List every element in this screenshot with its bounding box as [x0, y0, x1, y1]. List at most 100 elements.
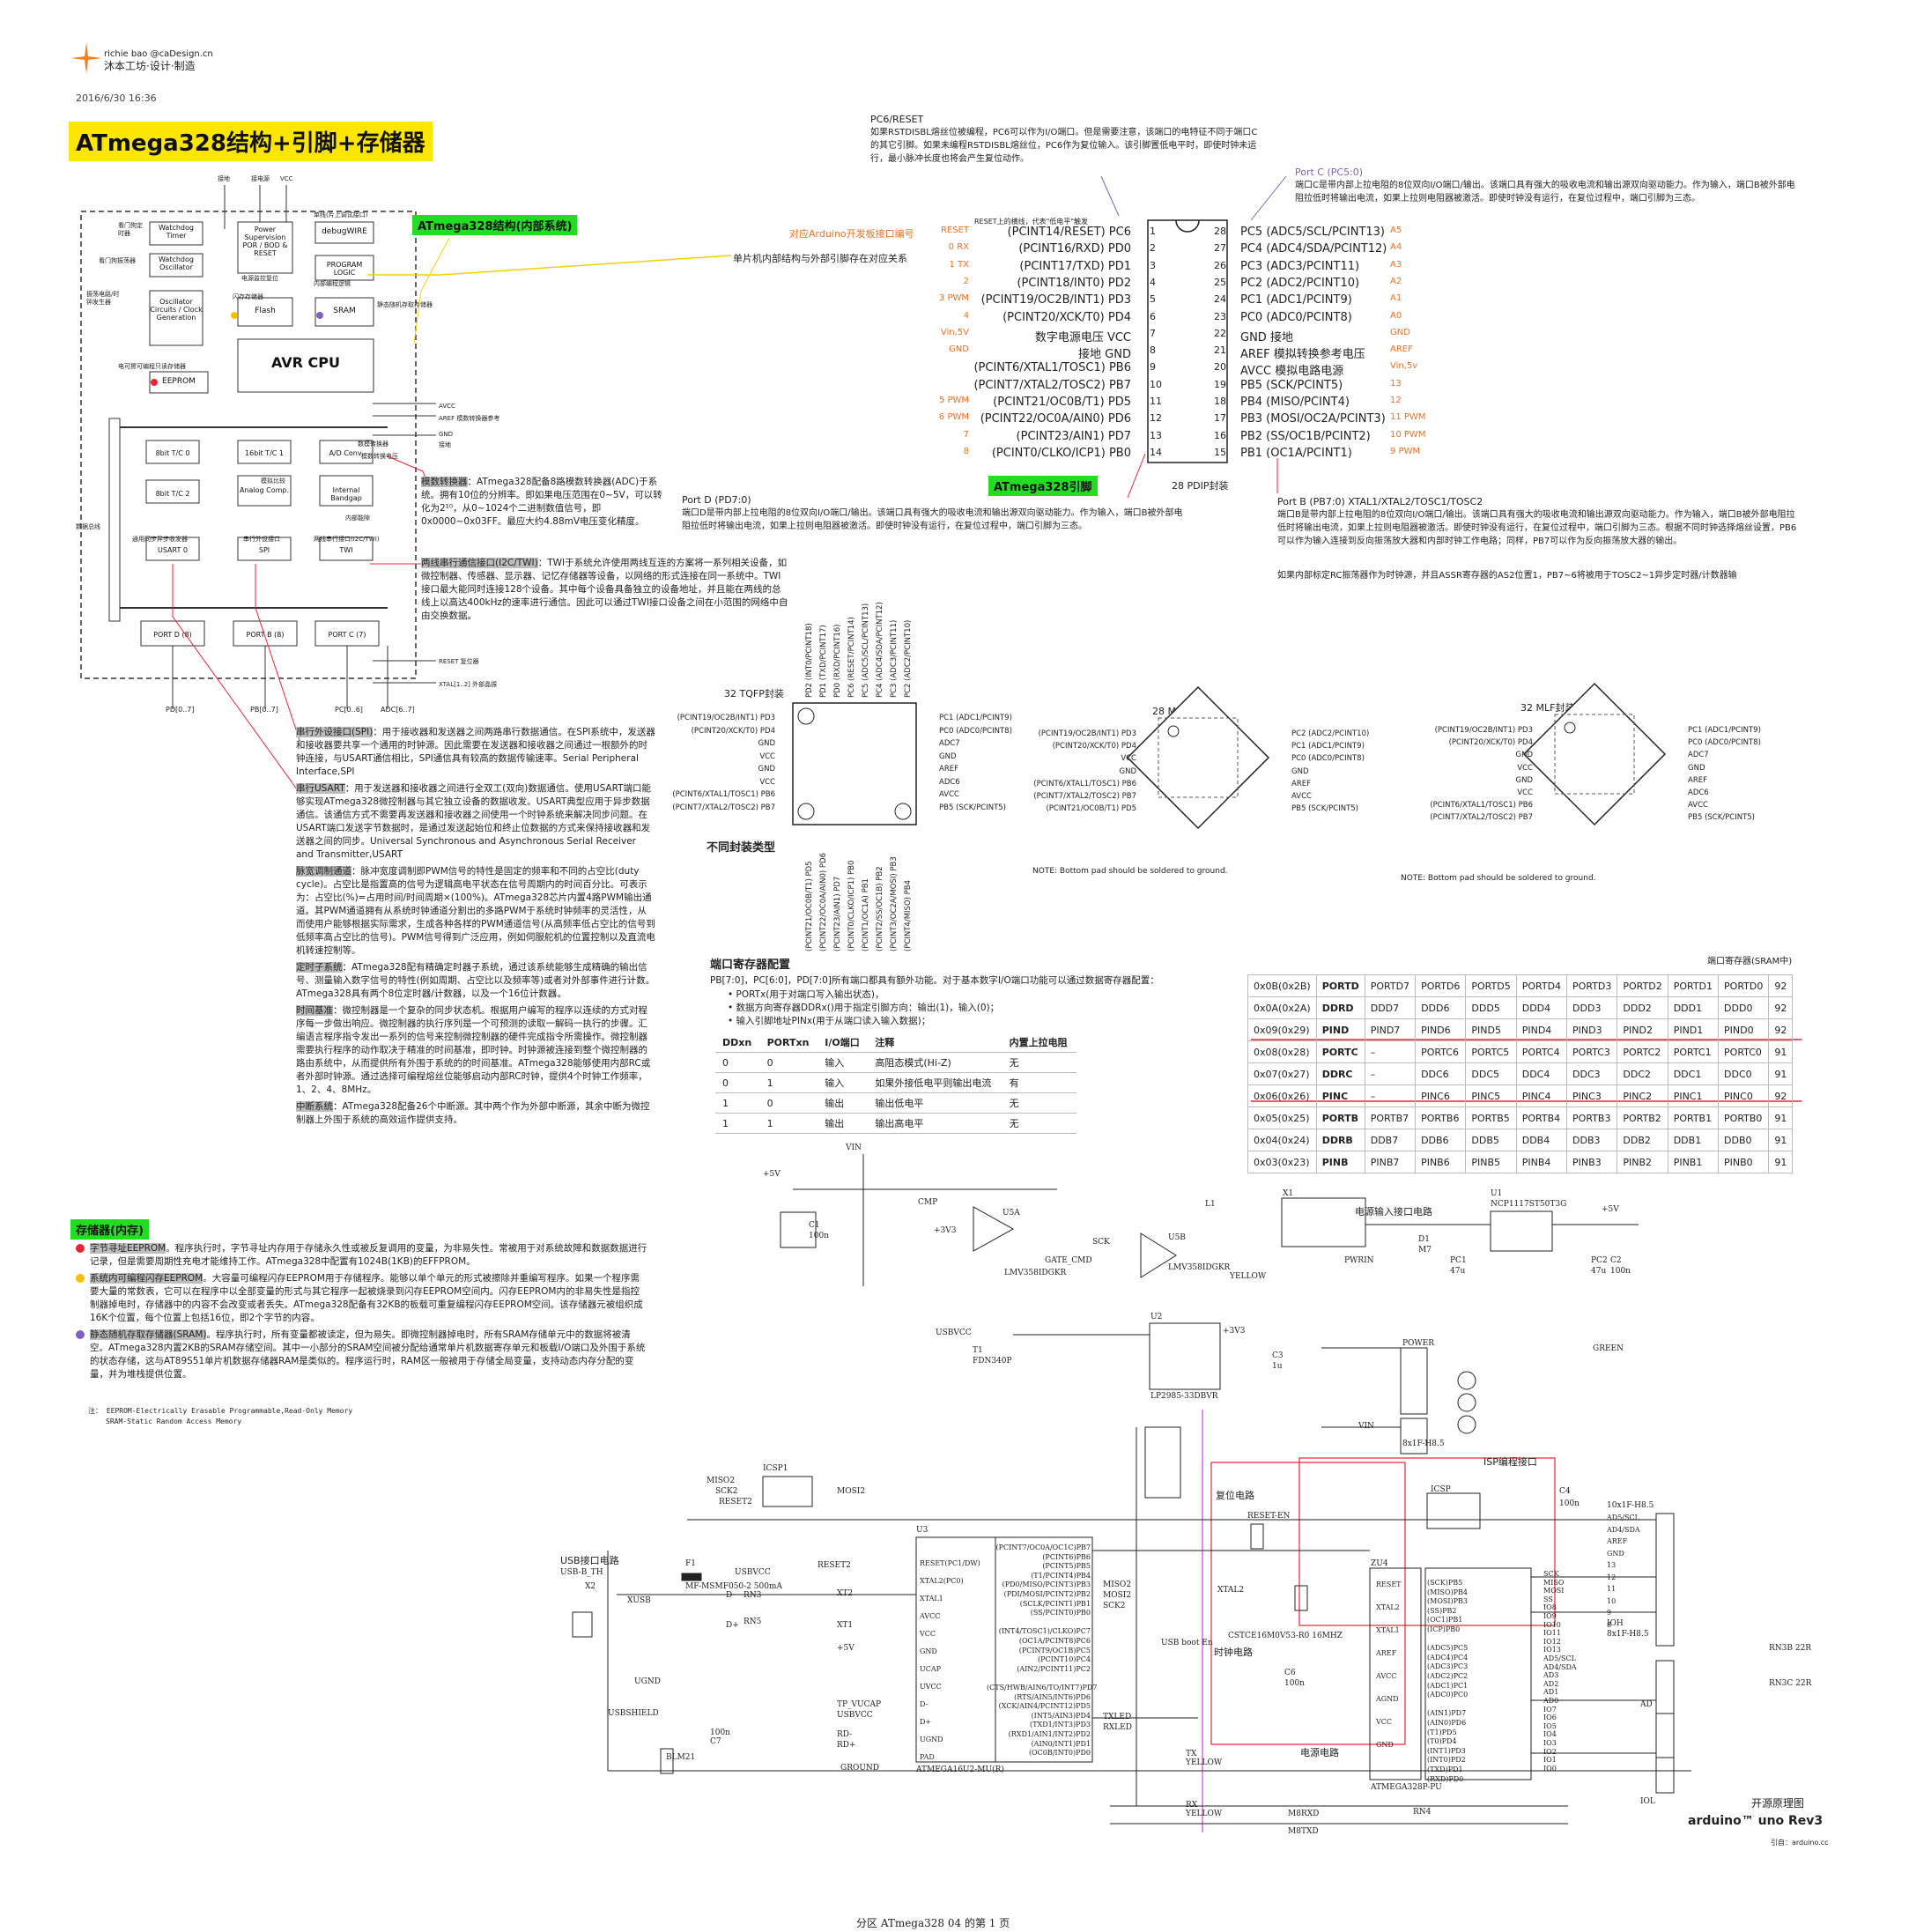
ddx-cell: 输入 — [818, 1052, 869, 1073]
net-col-pin: IO12 — [1543, 1637, 1561, 1646]
side-aref: AREF 模数转换器参考 — [439, 415, 500, 422]
u3-right-pin: (SS/PCINT0)PB0 — [1030, 1609, 1091, 1617]
dip-right-name: GND 接地 — [1240, 330, 1293, 344]
header-right-pin: 12 — [1607, 1573, 1617, 1581]
sram-cell: DDB4 — [1515, 1129, 1568, 1151]
net-col-pin: MISO — [1543, 1578, 1565, 1587]
cn-label-dac: 数模转换器 — [358, 440, 388, 448]
net-3v3-a: +3V3 — [934, 1226, 957, 1235]
sram-cell: PORTD7 — [1364, 974, 1417, 997]
storage-footnote-1: 注： EEPROM-Electrically Erasable Programm… — [88, 1407, 353, 1415]
fuse-f1-name: MF-MSMF050-2 500mA — [685, 1582, 782, 1591]
block-debugwire: debugWIRE — [322, 227, 367, 236]
ddx-cell: 如果外接低电平则输出电流 — [868, 1072, 1002, 1093]
dip-left-name: (PCINT20/XCK/T0) PD4 — [1002, 310, 1131, 324]
mlf28-right-label: PB5 (SCK/PCINT5) — [1291, 804, 1358, 814]
ddx-cell: 无 — [1002, 1052, 1076, 1073]
dip-package: 28 PDIP封装 — [1172, 480, 1229, 492]
timestamp: 2016/6/30 16:36 — [76, 93, 157, 104]
cap-pc1: PC1 — [1450, 1256, 1467, 1265]
sram-cell: PINB1 — [1667, 1151, 1720, 1173]
sram-cell: PINC4 — [1515, 1084, 1568, 1107]
cap-c6: C6 — [1284, 1669, 1296, 1677]
portb-text: 端口B是带内部上拉电阻的8位双向I/O端口/输出。该端口具有强大的吸收电流和输出… — [1277, 510, 1797, 546]
dip-left-number: 5 — [1150, 293, 1156, 306]
u3-left-pin: GND — [920, 1647, 937, 1655]
cn-label-usart: 通用同步异步收发器 — [132, 536, 188, 543]
reset-en: RESET-EN — [1247, 1512, 1291, 1521]
net-sck: SCK — [1092, 1238, 1110, 1247]
mlf28-left-label: (PCINT6/XTAL1/TOSC1) PB6 — [1033, 779, 1136, 788]
sram-cell: PINC5 — [1465, 1084, 1517, 1107]
dip-right-arduino: A1 — [1390, 293, 1402, 304]
fet-t1: T1 — [973, 1346, 983, 1355]
u3-right-pin: (PCINT7/OC0A/OC1C)PB7 — [995, 1543, 1091, 1551]
net-col-pin: IO7 — [1543, 1705, 1557, 1714]
u3-right-pin: (AIN0/INT1)PD1 — [1031, 1739, 1091, 1748]
ddx-cell: 输出低电平 — [868, 1092, 1002, 1114]
net-col-pin: AD4/SDA — [1543, 1662, 1577, 1671]
block-diagram-label: ATmega328结构(内部系统) — [412, 215, 578, 235]
u3-right-pin: (AIN2/PCINT11)PC2 — [1017, 1664, 1091, 1673]
net-col-pin: IO13 — [1543, 1646, 1561, 1654]
block-avr-cpu: AVR CPU — [270, 354, 341, 371]
tqfp-right-label: AVCC — [939, 790, 959, 799]
block-portb: PORT B (8) — [246, 631, 285, 639]
sram-cell: 92 — [1768, 974, 1794, 997]
dip-left-arduino: 4 — [963, 310, 969, 321]
reset-bar-note: RESET上的横线，代表"低电平"触发 — [974, 218, 1088, 226]
portc-text: 端口C是带内部上拉电阻的8位双向I/O端口/输出。该端口具有强大的吸收电流和输出… — [1295, 181, 1795, 204]
net-usbvcc-b: USBVCC — [735, 1568, 771, 1577]
diode-d1-name: M7 — [1418, 1246, 1432, 1255]
sram-cell: PORTB6 — [1415, 1107, 1467, 1129]
cap-c7: C7 — [710, 1737, 721, 1746]
u3-right-pin: (RTS/AIN5/INT6)PD6 — [1014, 1692, 1091, 1701]
ddx-header-cell: PORTxn — [759, 1033, 818, 1053]
zu4-right-pin: (AIN0)PD6 — [1427, 1719, 1467, 1727]
zu4-left-pin: AVCC — [1376, 1672, 1397, 1680]
u3-right-pin: (INT4/TOSC1)/CLKO)PC7 — [998, 1627, 1091, 1636]
mlf32-chip — [1522, 682, 1667, 826]
header-right-pin: 13 — [1607, 1561, 1617, 1569]
ddx-cell: 1 — [759, 1072, 818, 1093]
feature-note-term: 时间基准 — [296, 1005, 333, 1016]
tqfp-right-label: GND — [939, 751, 957, 761]
mlf28-left-label: (PCINT19/OC2B/INT1) PD3 — [1038, 729, 1136, 738]
dip-right-number: 22 — [1214, 327, 1226, 339]
dip-right-number: 17 — [1214, 412, 1226, 425]
net-col-pin: IO9 — [1543, 1612, 1557, 1620]
storage-term: 字节寻址EEPROM — [90, 1243, 166, 1254]
mlf32-title: 32 MLF封装 — [1520, 702, 1575, 714]
part-x1: X1 — [1283, 1189, 1294, 1198]
sram-cell: PINC1 — [1667, 1084, 1720, 1107]
dip-left-number: 4 — [1150, 276, 1156, 288]
dip-left-arduino: 7 — [963, 429, 969, 440]
label-clock: 时钟电路 — [1214, 1647, 1253, 1658]
net-usbshield: USBSHIELD — [608, 1709, 659, 1718]
feature-note-text: ：ATmega328配有精确定时器子系统，通过该系统能够生成精确的输出信号、测量… — [296, 962, 655, 999]
storage-footnote-2: SRAM-Static Random Access Memory — [106, 1418, 242, 1425]
header-right-pin: 10 — [1607, 1596, 1617, 1605]
net-col-pin: IO1 — [1543, 1756, 1557, 1765]
block-program-logic: PROGRAM LOGIC — [326, 261, 363, 277]
dip-right-name: AREF 模拟转换参考电压 — [1240, 348, 1365, 362]
zu4-right-pin: (T0)PD4 — [1427, 1737, 1457, 1746]
sram-cell: PORTB0 — [1718, 1107, 1770, 1129]
block-tc2: 8bit T/C 2 — [155, 490, 190, 498]
ic-zu4: ZU4 — [1371, 1559, 1388, 1568]
u3-right-pin: (PCINT10)PC4 — [1037, 1655, 1091, 1664]
ddx-cell: 输出 — [818, 1092, 869, 1114]
u3-right-pin: (PDI/MOSI/PCINT2)PB2 — [1003, 1590, 1091, 1598]
dip-left-arduino: 0 RX — [948, 242, 969, 253]
ic-u3-name: ATMEGA16U2-MU(R) — [916, 1765, 1004, 1774]
sram-cell: 0x04(0x24) — [1247, 1129, 1317, 1151]
sram-cell: PORTD4 — [1515, 974, 1568, 997]
dip-right-number: 25 — [1214, 276, 1226, 288]
sram-cell: PIND4 — [1515, 1018, 1568, 1041]
adc-text: ：ATmega328配备8路模数转换器(ADC)于系统。拥有10位的分辨率。即如… — [421, 477, 662, 527]
net-reset2: RESET2 — [719, 1498, 752, 1506]
ic-u5a: U5A — [1002, 1209, 1020, 1218]
side-xtal: XTAL[1..2] 外部晶振 — [439, 681, 498, 688]
